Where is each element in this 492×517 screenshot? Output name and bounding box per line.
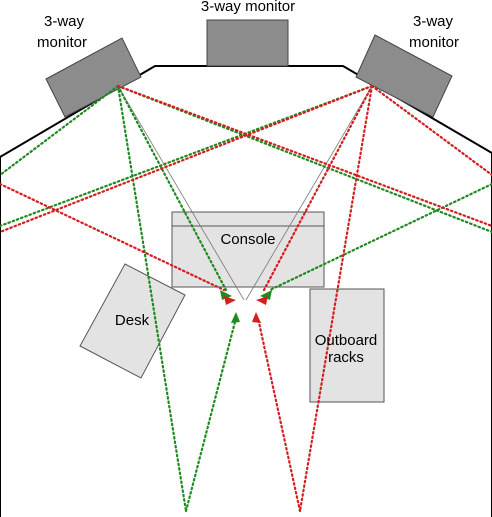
desk-label: Desk (115, 312, 150, 329)
center-monitor-label: 3-way monitor (201, 0, 295, 15)
arrow-green-right (260, 290, 272, 300)
left-monitor (45, 37, 142, 118)
console-label: Console (220, 231, 275, 248)
green-dotted-lines (0, 84, 492, 513)
red-dotted-lines (0, 84, 492, 513)
left-monitor-label-line1: 3-way (44, 13, 85, 30)
thin-line-right (245, 85, 373, 301)
arrow-red-bottom (252, 312, 261, 323)
arrow-red-left (224, 296, 236, 305)
right-monitor-label-line2: monitor (409, 34, 459, 51)
outboard-label-line2: racks (328, 349, 364, 366)
center-monitor (206, 19, 289, 67)
left-monitor-label-line2: monitor (37, 34, 87, 51)
desk-box (79, 263, 186, 379)
thin-line-left (117, 85, 245, 301)
arrow-green-bottom (231, 312, 240, 323)
right-monitor (355, 34, 453, 118)
arrow-green-left (220, 290, 232, 300)
arrow-red-right (256, 296, 268, 305)
right-monitor-label-line1: 3-way (413, 13, 454, 30)
outboard-label-line1: Outboard (315, 332, 378, 349)
